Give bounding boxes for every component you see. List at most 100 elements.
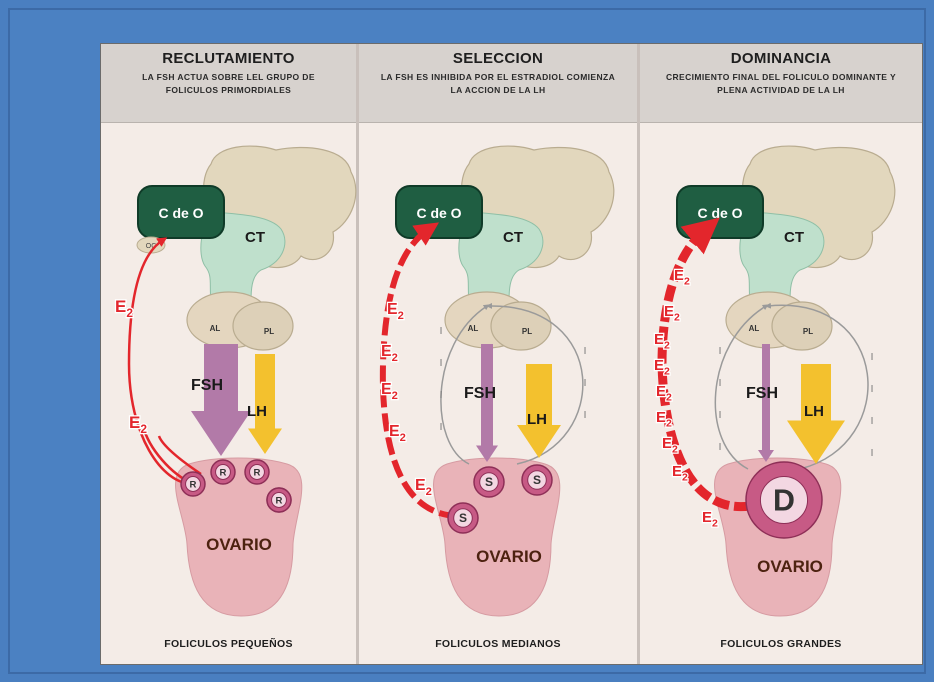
cdeo-label: C de O (158, 205, 203, 221)
inhibition-mark: I (440, 326, 443, 337)
follicle-core (453, 508, 473, 528)
inhibition-mark: I (584, 410, 587, 421)
cdeo-label: C de O (697, 205, 742, 221)
e2-label: E2 (674, 267, 690, 288)
inhibition-mark: I (871, 416, 874, 427)
lh-label: LH (527, 411, 547, 428)
e2-label: E2 (129, 413, 147, 436)
e2-arrow (127, 237, 194, 486)
follicle-label: S (459, 511, 467, 525)
e2-label: E2 (387, 301, 404, 322)
panel-header: SELECCION LA FSH ES INHIBIDA POR EL ESTR… (359, 44, 637, 123)
fsh-arrow (191, 344, 251, 456)
blue-frame: RECLUTAMIENTO LA FSH ACTUA SOBRE LEL GRU… (8, 8, 926, 674)
ovario-label: OVARIO (757, 557, 823, 576)
inhibition-mark: I (440, 390, 443, 401)
inhibition-mark: I (719, 410, 722, 421)
panel-subtitle: LA FSH ACTUA SOBRE LEL GRUPO DE FOLICULO… (142, 72, 315, 95)
panel-dominancia: DOMINANCIA CRECIMIENTO FINAL DEL FOLICUL… (640, 44, 922, 664)
follicle-label: D (773, 484, 795, 518)
e2-label: E2 (654, 331, 670, 352)
follicle-label: S (485, 475, 493, 489)
oc-label: OC (146, 243, 157, 250)
ct-label: CT (503, 229, 523, 246)
fsh-label: FSH (464, 385, 496, 402)
follicle-core (527, 470, 547, 490)
e2-label: E2 (656, 409, 672, 430)
panel-footer: FOLICULOS PEQUEÑOS (164, 638, 293, 650)
inhibition-mark: I (871, 352, 874, 363)
inhibition-mark: I (440, 358, 443, 369)
inhibition-mark: I (719, 378, 722, 389)
cdeo-label: C de O (416, 205, 461, 221)
follicle-core (479, 472, 499, 492)
e2-label: E2 (389, 423, 406, 444)
lh-label: LH (804, 403, 824, 420)
hypothalamus-block (137, 185, 225, 239)
follicle-label: R (254, 467, 261, 478)
panel-seleccion: SELECCION LA FSH ES INHIBIDA POR EL ESTR… (359, 44, 640, 664)
panel-header: DOMINANCIA CRECIMIENTO FINAL DEL FOLICUL… (640, 44, 922, 123)
stalk-shape (739, 211, 825, 303)
follicle-label: R (276, 495, 283, 506)
panel-reclutamiento: RECLUTAMIENTO LA FSH ACTUA SOBRE LEL GRU… (101, 44, 359, 664)
fsh-label: FSH (191, 377, 223, 394)
e2-label: E2 (115, 297, 133, 320)
feedback-loop (440, 304, 490, 465)
ovario-label: OVARIO (206, 535, 272, 554)
fsh-arrow (476, 344, 498, 462)
follicle-core (215, 464, 231, 480)
follicle-core (249, 464, 265, 480)
follicle-core (759, 475, 809, 525)
lh-arrow (517, 364, 561, 458)
feedback-loop (486, 302, 584, 465)
inhibition-mark: I (719, 346, 722, 357)
inhibition-mark: I (584, 378, 587, 389)
al-label: AL (210, 324, 221, 333)
pl-label: PL (803, 327, 813, 336)
stalk-shape (200, 211, 286, 303)
e2-label: E2 (672, 463, 688, 484)
e2-label: E2 (702, 509, 718, 530)
feedback-loop (765, 302, 869, 470)
ovario-label: OVARIO (476, 547, 542, 566)
panel-header: RECLUTAMIENTO LA FSH ACTUA SOBRE LEL GRU… (101, 44, 356, 123)
figure-canvas: RECLUTAMIENTO LA FSH ACTUA SOBRE LEL GRU… (100, 43, 923, 665)
panel-footer: FOLICULOS MEDIANOS (435, 638, 561, 650)
panel-subtitle: LA FSH ES INHIBIDA POR EL ESTRADIOL COMI… (380, 72, 616, 95)
e2-label: E2 (662, 435, 678, 456)
inhibition-mark: I (719, 442, 722, 453)
panel-title: SELECCION (452, 50, 544, 67)
posterior-lobe (232, 301, 294, 351)
e2-label: E2 (415, 477, 432, 498)
diagram-reclutamiento: C de OCTOCALPLFSHLHOVARIOE2E2RRRRR (114, 145, 357, 617)
fsh-label: FSH (746, 385, 778, 402)
e2-arrow (379, 222, 458, 519)
ct-label: CT (784, 229, 804, 246)
al-label: AL (468, 324, 479, 333)
follicle-core (271, 492, 287, 508)
inhibition-mark: I (871, 448, 874, 459)
lh-arrow (248, 354, 282, 454)
pl-label: PL (264, 327, 274, 336)
e2-label: E2 (381, 381, 398, 402)
inhibition-mark: I (440, 422, 443, 433)
inhibition-mark: I (584, 346, 587, 357)
lh-arrow (787, 364, 845, 464)
follicle-label: S (533, 473, 541, 487)
inhibition-mark: I (871, 384, 874, 395)
panel-footer: FOLICULOS GRANDES (720, 638, 842, 650)
panel-title: RECLUTAMIENTO (162, 50, 295, 67)
al-label: AL (749, 324, 760, 333)
follicle-label: R (220, 467, 227, 478)
e2-label: E2 (656, 383, 672, 404)
stalk-shape (458, 211, 544, 303)
lh-label: LH (247, 403, 267, 420)
ct-label: CT (245, 229, 265, 246)
follicle-core (185, 476, 201, 492)
e2-label: E2 (664, 303, 680, 324)
pl-label: PL (522, 327, 532, 336)
follicle-label: R (190, 479, 197, 490)
